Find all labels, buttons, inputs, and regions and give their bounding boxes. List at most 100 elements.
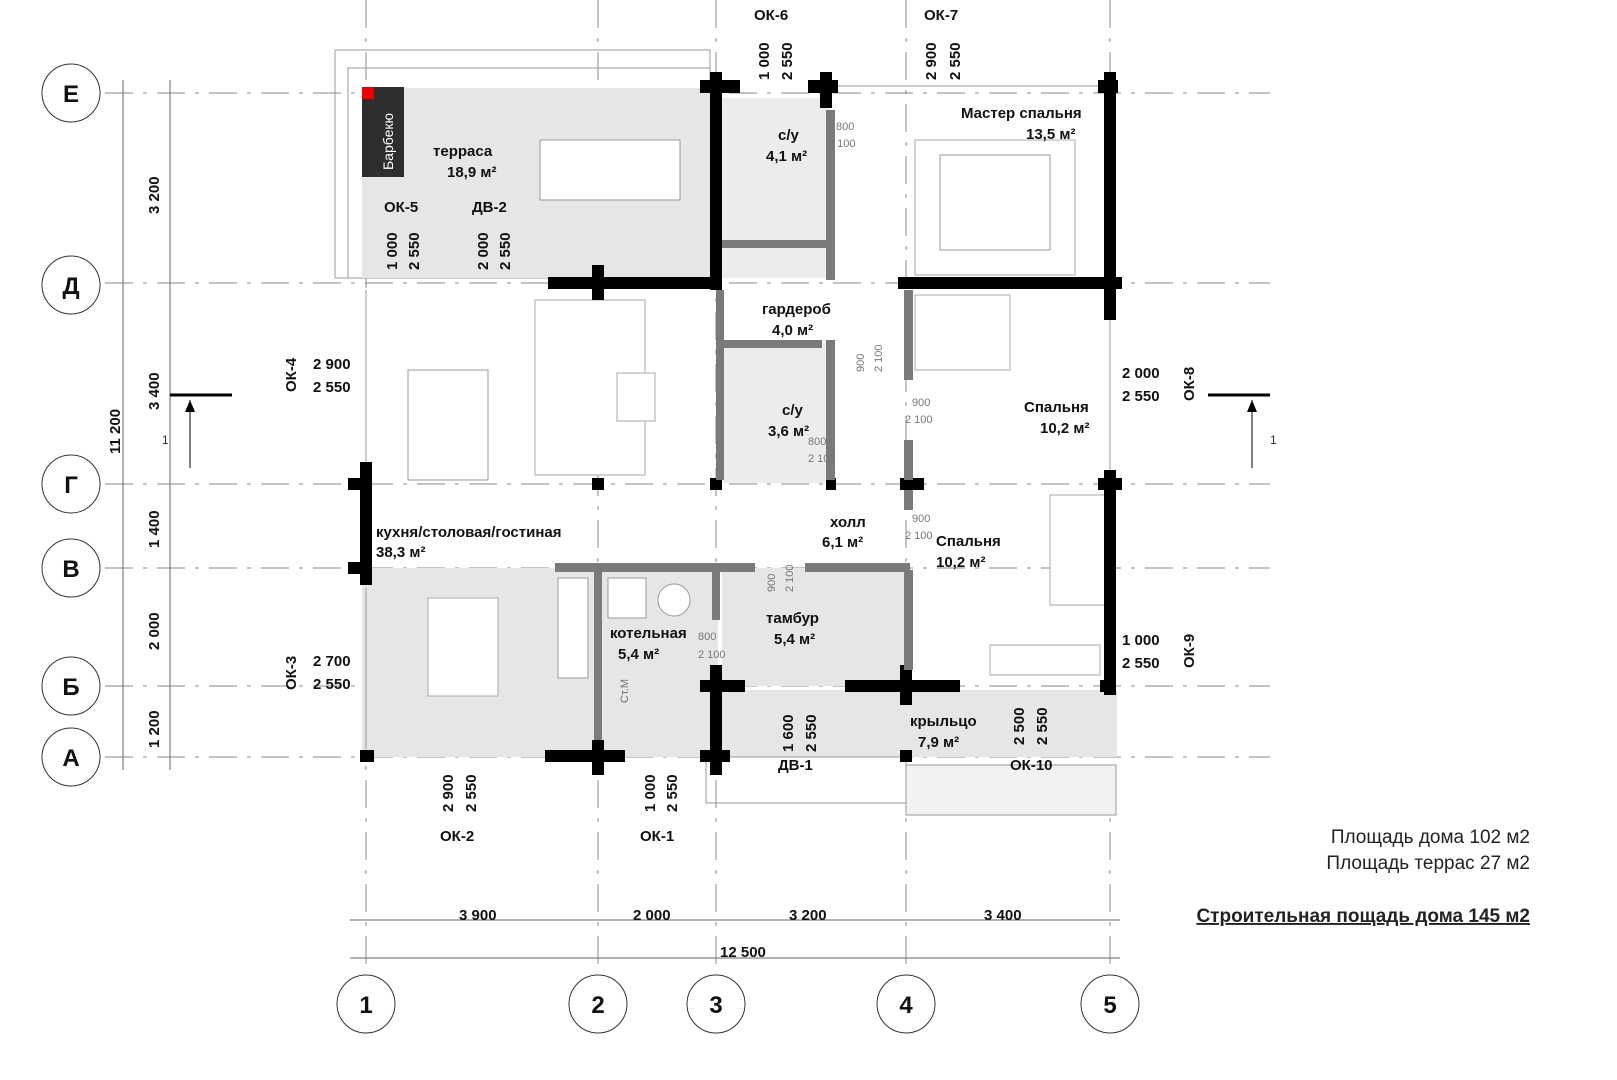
room-area: 38,3 м²	[376, 544, 425, 561]
plan-label: 2 100	[784, 564, 796, 592]
plan-label: ОК-6	[754, 7, 788, 24]
plan-label: 2 900	[440, 774, 457, 812]
plan-label: 1	[359, 992, 372, 1019]
plan-label: ОК-9	[1181, 634, 1198, 668]
plan-label: 2 550	[463, 774, 480, 812]
room-area: 4,0 м²	[772, 322, 813, 339]
plan-label: 1	[162, 433, 169, 447]
room-name: котельная	[610, 625, 687, 642]
room-name: Спальня	[1024, 399, 1089, 416]
plan-label: ОК-1	[640, 828, 674, 845]
plan-label: 900	[912, 397, 930, 409]
plan-label: 900	[855, 354, 867, 372]
terrace-area-note: Площадь террас 27 м2	[1326, 853, 1530, 874]
plan-label: В	[62, 556, 79, 583]
plan-label: 2	[591, 992, 604, 1019]
plan-label: ОК-5	[384, 199, 418, 216]
plan-label: 2 550	[664, 774, 681, 812]
plan-label: 4	[899, 992, 913, 1019]
plan-label: ОК-8	[1181, 367, 1198, 401]
walls	[348, 72, 1122, 775]
plan-label: ОК-2	[440, 828, 474, 845]
plan-label: ОК-10	[1010, 757, 1053, 774]
plan-label: 2 550	[947, 42, 964, 80]
room-name: Мастер спальня	[961, 105, 1082, 122]
room-area: 10,2 м²	[936, 554, 985, 571]
plan-label: 2 100	[873, 344, 885, 372]
plan-label: 2 000	[146, 612, 163, 650]
plan-label: ОК-3	[283, 656, 300, 690]
plan-label: 2 000	[475, 232, 492, 270]
plan-label: Г	[64, 472, 78, 499]
plan-label: 3 400	[984, 907, 1022, 924]
plan-label: 2 100	[828, 138, 856, 150]
plan-label: 900	[912, 513, 930, 525]
plan-label: 2 900	[313, 356, 351, 373]
room-name: крыльцо	[910, 713, 977, 730]
axis-bubbles: Е Д Г В Б А 1 2 3 4 5	[41, 63, 1140, 1034]
plan-label: 800	[836, 121, 854, 133]
plan-label: 1 000	[384, 232, 401, 270]
plan-label: 3 200	[789, 907, 827, 924]
room-area: 5,4 м²	[774, 631, 815, 648]
plan-label: ОК-7	[924, 7, 958, 24]
plan-label: 2 550	[1122, 655, 1160, 672]
plan-label: 2 550	[1034, 707, 1051, 745]
plan-label: 1 200	[146, 710, 163, 748]
plan-label: 2 000	[1122, 365, 1160, 382]
plan-label: 2 550	[313, 379, 351, 396]
door-labels: 800 2 100 800 2 100 800 2 100 900 2 100 …	[698, 121, 933, 661]
plan-label: 2 100	[905, 530, 933, 542]
floor-fills	[334, 49, 1117, 816]
room-name: с/у	[778, 127, 800, 144]
plan-label: ОК-4	[283, 357, 300, 392]
plan-label: 12 500	[720, 944, 766, 961]
washer-label: Ст.М	[619, 679, 631, 703]
room-area: 13,5 м²	[1026, 126, 1075, 143]
plan-label: 2 100	[905, 414, 933, 426]
room-name: кухня/столовая/гостиная	[376, 524, 562, 541]
plan-label: 2 500	[1011, 707, 1028, 745]
plan-label: 2 700	[313, 653, 351, 670]
plan-label: 2 900	[923, 42, 940, 80]
plan-label: 2 100	[698, 649, 726, 661]
section-marks: 1 1	[162, 393, 1277, 468]
bbq: Барбекю	[362, 87, 404, 177]
plan-label: 11 200	[107, 409, 124, 454]
room-area: 3,6 м²	[768, 423, 809, 440]
plan-label: 1 600	[780, 714, 797, 752]
plan-label: 2 550	[313, 676, 351, 693]
plan-label: ДВ-1	[778, 757, 813, 774]
room-name: с/у	[782, 402, 804, 419]
plan-label: Е	[63, 81, 79, 108]
plan-label: 900	[766, 574, 778, 592]
house-area-note: Площадь дома 102 м2	[1331, 827, 1530, 848]
plan-label: 2 000	[633, 907, 671, 924]
plan-label: 800	[698, 631, 716, 643]
bbq-label: Барбекю	[380, 113, 396, 170]
plan-label: 2 550	[406, 232, 423, 270]
area-notes: Площадь дома 102 м2 Площадь террас 27 м2…	[1196, 827, 1530, 927]
plan-label: 1	[1270, 433, 1277, 447]
plan-label: Б	[62, 674, 79, 701]
plan-label: 3 200	[146, 176, 163, 214]
room-area: 6,1 м²	[822, 534, 863, 551]
room-name: Спальня	[936, 533, 1001, 550]
plan-label: 800	[808, 436, 826, 448]
room-area: 7,9 м²	[918, 734, 959, 751]
room-area: 10,2 м²	[1040, 420, 1089, 437]
build-area-note: Строительная пощадь дома 145 м2	[1196, 906, 1530, 927]
room-name: терраса	[433, 143, 493, 160]
plan-label: 2 550	[803, 714, 820, 752]
plan-label: 3 400	[146, 372, 163, 410]
opening-labels: ОК-6 1 000 2 550 ОК-7 2 900 2 550 ОК-5 1…	[283, 7, 1198, 845]
plan-label: А	[62, 745, 79, 772]
dimension-lines: 3 900 2 000 3 200 3 400 12 500 3 200 3 4…	[107, 80, 1120, 961]
room-labels: терраса 18,9 м² с/у 4,1 м² Мастер спальн…	[376, 105, 1089, 751]
plan-label: 1 400	[146, 510, 163, 548]
room-area: 18,9 м²	[447, 164, 496, 181]
room-area: 5,4 м²	[618, 646, 659, 663]
room-name: холл	[830, 514, 866, 531]
plan-label: Д	[62, 273, 79, 300]
